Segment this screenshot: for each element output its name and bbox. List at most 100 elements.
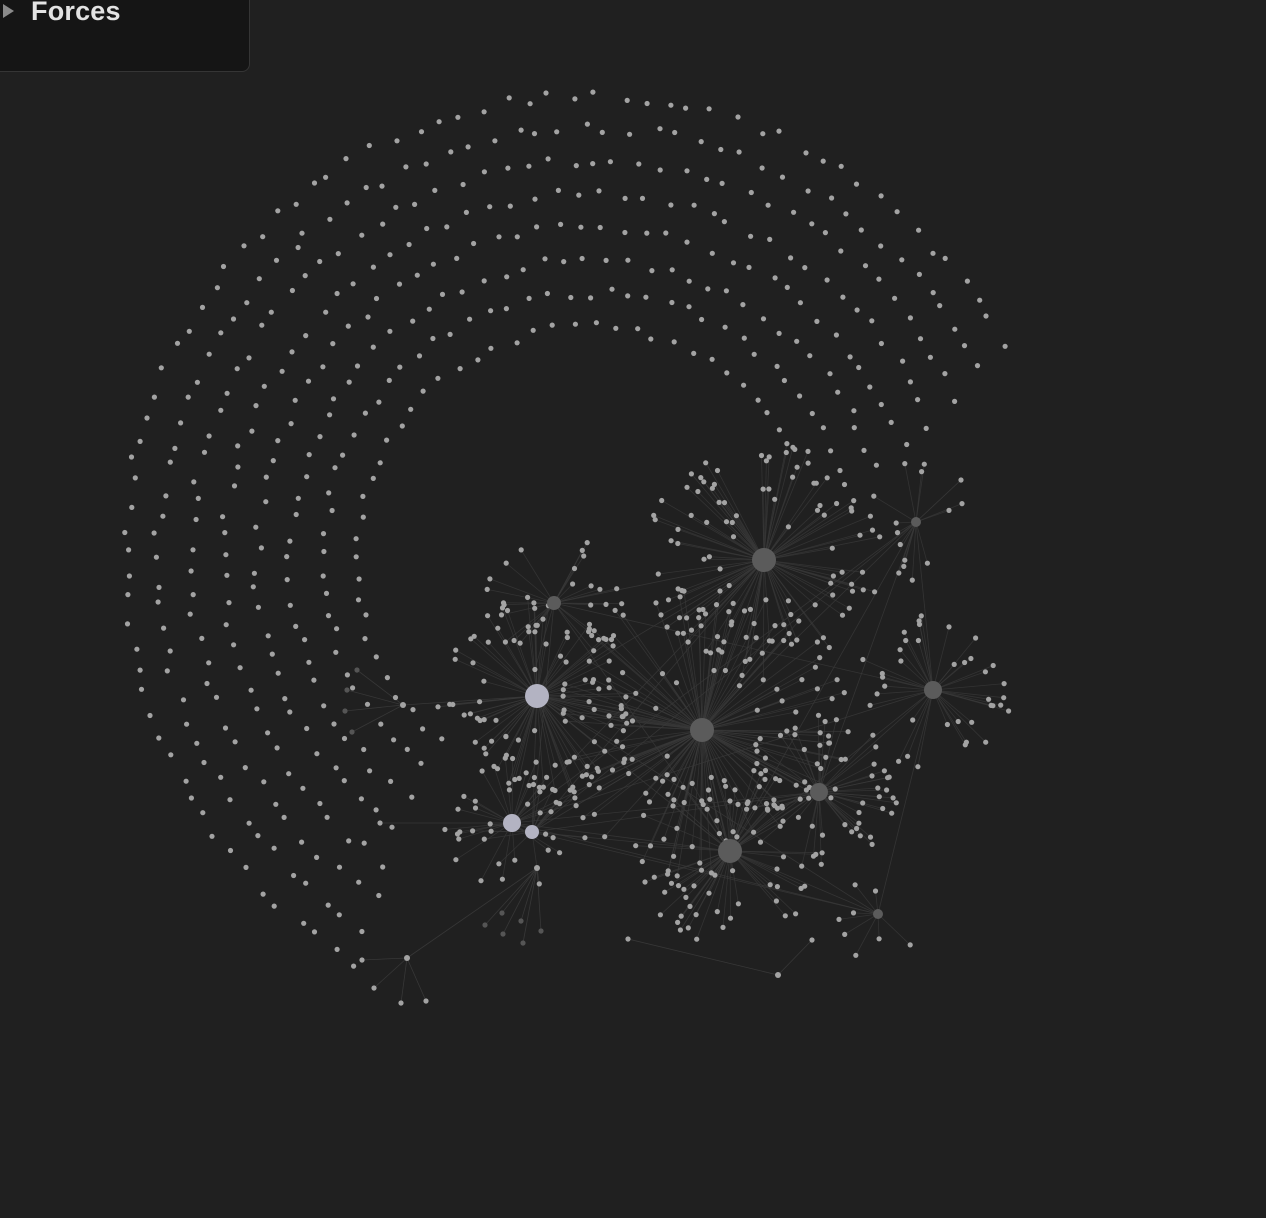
cluster-node[interactable] [694,936,700,942]
orphan-node[interactable] [295,244,301,251]
cluster-node[interactable] [851,498,857,504]
cluster-node[interactable] [760,677,766,683]
cluster-node[interactable] [531,600,537,606]
orphan-node[interactable] [380,221,386,227]
orphan-node[interactable] [791,209,797,215]
cluster-node[interactable] [548,809,554,815]
cluster-node[interactable] [483,751,489,757]
orphan-node[interactable] [597,224,603,231]
cluster-node[interactable] [472,798,478,804]
orphan-node[interactable] [168,752,174,758]
cluster-node[interactable] [657,912,664,918]
orphan-node[interactable] [833,332,840,338]
cluster-node[interactable] [646,799,653,805]
cluster-node[interactable] [614,738,620,744]
cluster-node[interactable] [591,811,598,817]
cluster-node[interactable] [901,629,907,635]
cluster-node[interactable] [675,883,682,889]
orphan-node[interactable] [840,294,846,300]
orphan-node[interactable] [505,165,511,171]
cluster-node[interactable] [512,857,518,863]
cluster-node[interactable] [717,566,723,572]
orphan-node[interactable] [158,365,164,371]
cluster-node[interactable] [734,834,740,840]
orphan-node[interactable] [639,195,646,201]
orphan-node[interactable] [683,105,689,111]
cluster-node[interactable] [676,615,683,621]
orphan-node[interactable] [530,327,536,333]
cluster-node[interactable] [817,655,823,661]
orphan-node[interactable] [514,234,520,240]
orphan-node[interactable] [227,847,234,854]
orphan-node[interactable] [869,318,875,324]
cluster-node[interactable] [456,836,462,842]
orphan-node[interactable] [151,530,157,536]
cluster-node[interactable] [754,760,760,767]
cluster-node[interactable] [780,818,786,824]
cluster-node[interactable] [506,787,512,793]
cluster-node[interactable] [572,795,578,801]
orphan-node[interactable] [397,364,403,370]
cluster-node[interactable] [624,720,630,726]
orphan-node[interactable] [748,233,754,239]
cluster-node[interactable] [503,560,509,566]
orphan-node[interactable] [590,89,596,95]
cluster-node[interactable] [523,770,529,776]
orphan-node[interactable] [327,412,333,418]
orphan-node[interactable] [765,202,771,208]
small-hub-node[interactable] [775,972,781,978]
cluster-node[interactable] [571,789,577,795]
orphan-node[interactable] [817,502,823,509]
orphan-node[interactable] [122,529,128,536]
cluster-node[interactable] [525,594,531,601]
orphan-node[interactable] [576,192,582,198]
orphan-node[interactable] [854,307,860,313]
cluster-node[interactable] [655,571,661,577]
cluster-node[interactable] [781,622,787,628]
cluster-node[interactable] [788,611,794,618]
cluster-node[interactable] [503,733,509,740]
orphan-node[interactable] [213,694,220,700]
orphan-node[interactable] [362,410,368,416]
cluster-node[interactable] [683,894,689,901]
orphan-node[interactable] [507,203,513,209]
cluster-node[interactable] [826,740,833,746]
cluster-node[interactable] [557,653,564,659]
orphan-node[interactable] [314,751,320,757]
orphan-node[interactable] [803,150,809,156]
orphan-node[interactable] [916,227,922,233]
cluster-node[interactable] [525,801,531,807]
cluster-node[interactable] [586,626,593,632]
cluster-node[interactable] [781,637,787,644]
cluster-node[interactable] [722,667,729,674]
orphan-node[interactable] [588,295,594,301]
orphan-node[interactable] [351,432,357,438]
orphan-node[interactable] [554,129,560,135]
cluster-node[interactable] [856,820,862,826]
cluster-node[interactable] [747,656,753,662]
orphan-node[interactable] [669,267,675,273]
leaf-node[interactable] [520,940,526,946]
cluster-node[interactable] [496,861,502,867]
cluster-node[interactable] [668,538,674,544]
orphan-node[interactable] [543,90,549,96]
orphan-node[interactable] [416,353,423,359]
orphan-node[interactable] [355,597,362,603]
cluster-node[interactable] [681,886,687,892]
cluster-node[interactable] [720,924,726,931]
cluster-node[interactable] [680,630,687,636]
orphan-node[interactable] [691,350,697,356]
cluster-node[interactable] [842,756,848,762]
orphan-node[interactable] [255,833,261,839]
cluster-node[interactable] [699,798,705,804]
orphan-node[interactable] [644,230,650,236]
cluster-node[interactable] [882,683,888,689]
cluster-node[interactable] [717,588,723,594]
highlighted-node[interactable] [503,814,521,832]
orphan-node[interactable] [156,735,162,741]
hub-node[interactable] [718,839,742,863]
cluster-node[interactable] [876,794,882,800]
cluster-node[interactable] [792,732,798,738]
orphan-node[interactable] [363,612,369,618]
cluster-node[interactable] [609,767,616,773]
